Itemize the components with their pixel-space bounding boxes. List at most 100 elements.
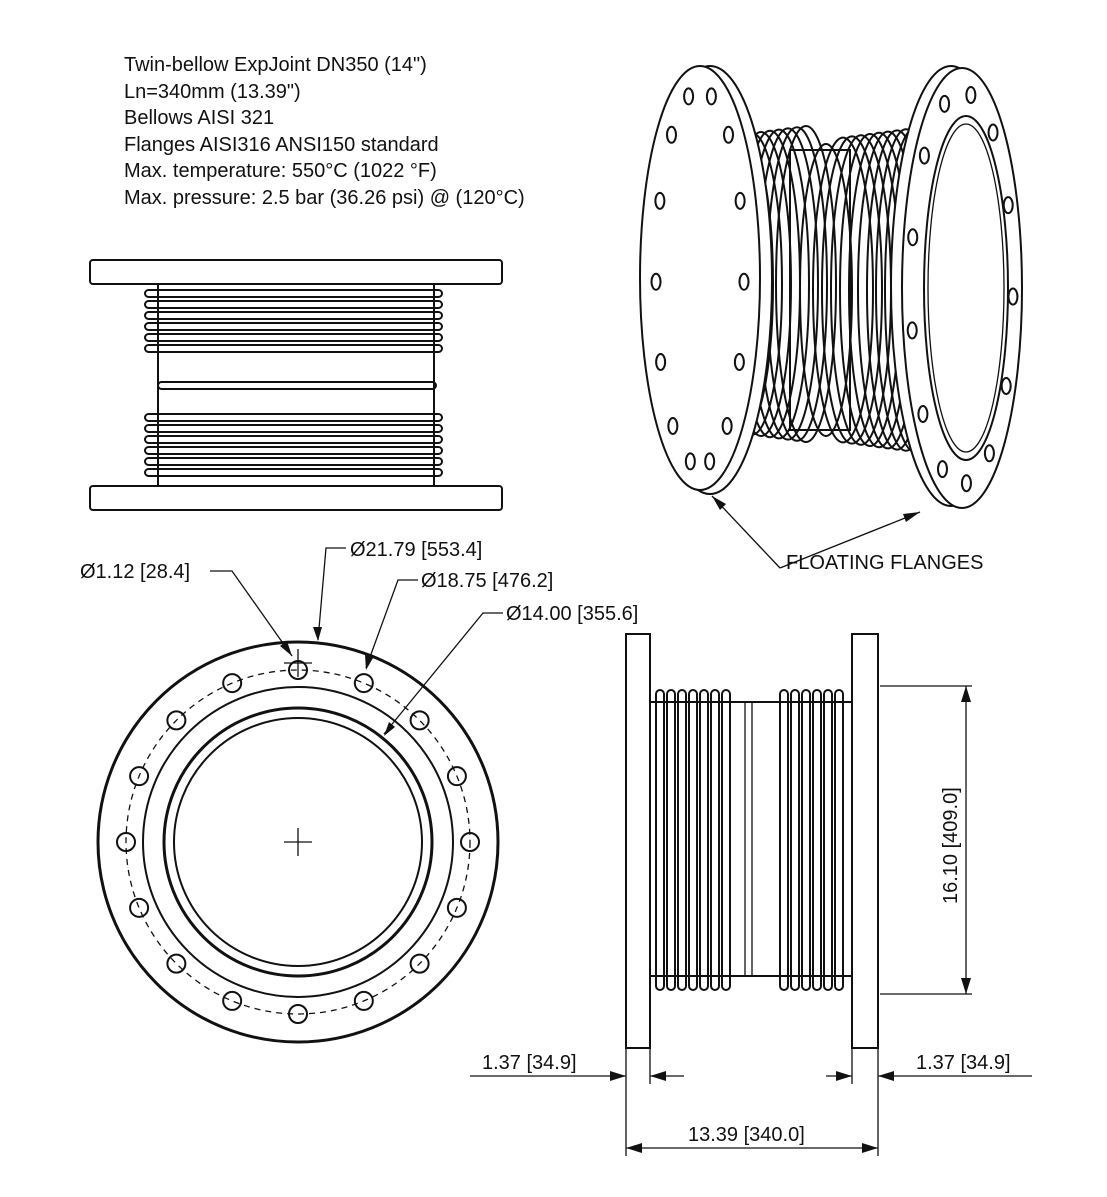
raised-face-circle [142, 686, 454, 998]
iso-bolt-hole [907, 228, 919, 247]
arrowhead [626, 1143, 642, 1153]
convolution [655, 689, 665, 991]
arrowhead [365, 655, 373, 670]
arrowhead [836, 1071, 852, 1081]
iso-bolt-hole [936, 460, 948, 479]
iso-bolt-hole [738, 272, 750, 291]
bolt-hole [166, 953, 187, 974]
convolution [144, 424, 443, 433]
iso-bolt-hole [1002, 196, 1014, 215]
iso-bolt-hole [906, 321, 918, 340]
convolution [699, 689, 709, 991]
convolution [801, 689, 811, 991]
isometric-view: FLOATING FLANGES [639, 65, 1023, 574]
convolution [144, 289, 443, 298]
bolt-hole [460, 832, 480, 852]
arrowhead [862, 1143, 878, 1153]
iso-bolt-hole [667, 416, 679, 435]
floating-flanges-leader-right [779, 511, 921, 569]
iso-bolt-hole [683, 87, 695, 106]
spec-title: Twin-bellow ExpJoint DN350 (14") [124, 54, 427, 76]
spec-flange-material: Flanges AISI316 ANSI150 standard [124, 133, 439, 156]
bolt-hole [129, 897, 150, 918]
iso-convolution [812, 136, 874, 444]
iso-bolt-hole [918, 146, 930, 165]
left-flange-section [625, 633, 651, 1049]
convolution [834, 689, 844, 991]
iso-left-flange [639, 65, 761, 491]
convolution [144, 446, 443, 455]
iso-bolt-hole [705, 87, 717, 106]
iso-bolt-hole [650, 272, 662, 291]
bolt-hole [288, 1004, 308, 1024]
iso-bolt-hole [983, 444, 995, 463]
iso-bolt-hole [733, 352, 745, 371]
iso-bolt-hole [917, 404, 929, 423]
spec-length: Ln=340mm (13.39") [124, 80, 301, 103]
hole-dia-label: Ø1.12 [28.4] [80, 561, 190, 583]
iso-bolt-hole [965, 85, 977, 104]
flange-right-dim-label: 1.37 [34.9] [916, 1052, 1011, 1074]
bolt-hole [353, 673, 374, 694]
floating-flanges-label: FLOATING FLANGES [786, 552, 983, 574]
outer-dia-leader [317, 547, 346, 641]
iso-right-bore-inner [927, 123, 1005, 453]
spec-block: Twin-bellow ExpJoint DN350 (14") Ln=340m… [124, 52, 525, 211]
iso-bolt-hole [684, 452, 696, 471]
convolution [157, 381, 437, 390]
right-flange-section [851, 633, 879, 1049]
height-dim-label: 16.10 [409.0] [940, 787, 962, 904]
bolt-hole [409, 953, 430, 974]
flange-outer-circle [96, 640, 500, 1044]
front-view: Ø1.12 [28.4] Ø21.79 [553.4] Ø18.75 [476.… [80, 539, 638, 1044]
iso-bolt-hole [734, 191, 746, 210]
bolt-hole [116, 832, 136, 852]
iso-bolt-hole [1007, 287, 1019, 306]
bellows-upper [144, 289, 443, 353]
iso-right-bore [923, 115, 1009, 461]
length-dim-label: 13.39 [340.0] [688, 1124, 805, 1146]
spec-bellows-material: Bellows AISI 321 [124, 107, 275, 129]
iso-bolt-hole [960, 474, 972, 493]
convolution [144, 300, 443, 309]
arrowhead [313, 627, 322, 641]
arrowhead [280, 641, 292, 656]
convolution [144, 333, 443, 342]
convolution [710, 689, 720, 991]
bore-dia-label: Ø14.00 [355.6] [506, 603, 638, 625]
bore-inner-circle [173, 717, 423, 967]
bolt-hole [129, 766, 150, 787]
bore-outer-circle [162, 706, 434, 978]
iso-bolt-hole [987, 123, 999, 142]
bolt-circle-label: Ø18.75 [476.2] [421, 570, 553, 592]
iso-bolt-hole [721, 416, 733, 435]
bellows-side [655, 689, 844, 991]
iso-bolt-hole [723, 125, 735, 144]
arrowhead [961, 978, 971, 994]
arrowhead [384, 722, 395, 736]
convolution [144, 435, 443, 444]
bolt-hole [353, 990, 374, 1011]
convolution [144, 344, 443, 353]
arrowhead [712, 496, 726, 510]
arrowhead [878, 1071, 894, 1081]
convolution [144, 413, 443, 422]
bellows-lower [144, 413, 443, 477]
iso-bolt-hole [939, 94, 951, 113]
convolution [144, 311, 443, 320]
side-view-right: 16.10 [409.0] 1.37 [34.9] 1.37 [34.9] 13… [470, 633, 1032, 1156]
iso-bolt-hole [655, 352, 667, 371]
convolution [677, 689, 687, 991]
bolt-hole [222, 673, 243, 694]
iso-convolution [775, 125, 837, 443]
convolution [144, 322, 443, 331]
outer-dia-label: Ø21.79 [553.4] [350, 539, 482, 561]
side-view-top [89, 259, 503, 511]
convolution [721, 689, 731, 991]
spec-max-temperature: Max. temperature: 550°C (1022 °F) [124, 160, 437, 182]
bolt-circle [125, 669, 471, 1015]
hole-dia-leader [210, 570, 293, 657]
convolution [688, 689, 698, 991]
iso-bolt-hole [665, 125, 677, 144]
